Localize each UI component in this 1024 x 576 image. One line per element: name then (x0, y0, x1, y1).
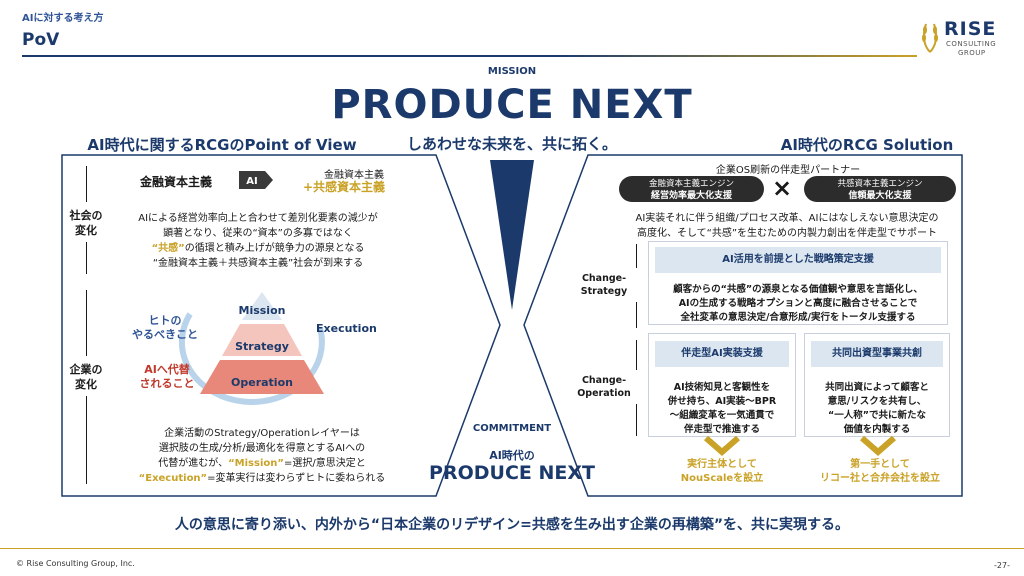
chevron-down-icon (860, 435, 896, 456)
ai-arrow-badge: AI (239, 171, 273, 189)
society-change-label: 社会の 変化 (69, 209, 103, 237)
left-heading: AI時代に関するRCGのPoint of View (87, 136, 357, 154)
company-line-1: 企業活動のStrategy/Operationレイヤーは (164, 428, 360, 439)
rise-logo: RISE CONSULTING GROUP (918, 16, 1008, 60)
change-strategy-label: Change- Strategy (580, 273, 628, 297)
right-heading: AI時代のRCG Solution (780, 136, 954, 154)
ai-implementation-text: AI技術知見と客観性を 併せ持ち、AI実装～BPR ～組織変革を一気通貫で 伴走… (667, 382, 777, 435)
company-bar-top (86, 290, 87, 356)
strategy-support-heading: AI活用を前提とした戦略策定支援 (655, 247, 941, 273)
page-title: PoV (22, 30, 60, 50)
execution-highlight: “Execution” (138, 473, 208, 484)
pyramid-operation-tier (200, 360, 324, 394)
solution-intro-line-1: AI実装それに伴う組織/プロセス改革、AIにはなしえない意思決定の (635, 213, 939, 224)
ai-implementation-heading: 伴走型AI実装支援 (655, 341, 789, 367)
page-number: -27- (994, 561, 1010, 570)
footer-divider (0, 548, 1024, 549)
operation-bar-bottom (636, 404, 637, 436)
commitment-title: PRODUCE NEXT (429, 462, 595, 484)
chevron-down-icon (704, 435, 740, 456)
society-description: AIによる経営効率向上と合わせて差別化要素の減少が 顕著となり、従来の“資本”の… (108, 211, 408, 271)
solution-intro-line-2: 高度化、そして“共感”を生むための内製力創出を伴走型でサポート (636, 228, 938, 239)
operation-bar-top (636, 340, 637, 370)
strategy-bar-bottom (636, 302, 637, 328)
society-line-3: “共感”の循環と積み上げが競争力の源泉となる (108, 241, 408, 256)
company-line-4: “Execution”=変革実行は変わらずヒトに委ねられる (138, 473, 386, 484)
pyramid-diagram (178, 292, 325, 405)
empathy-engine-title: 共感資本主義エンジン (837, 179, 923, 189)
solution-intro: AI実装それに伴う組織/プロセス改革、AIにはなしえない意思決定の 高度化、そし… (614, 211, 960, 241)
mission-title: PRODUCE NEXT (331, 82, 693, 128)
execution-label: Execution (316, 322, 377, 335)
society-line-4: “金融資本主義＋共感資本主義”社会が到来する (152, 258, 364, 269)
pyramid-strategy-tier (222, 324, 302, 356)
co-investment-heading: 共同出資型事業共創 (811, 341, 943, 367)
pyramid-mission-label: Mission (238, 304, 286, 317)
pyramid-mission-tier (242, 292, 282, 320)
logo-sub-consulting: CONSULTING (946, 40, 997, 48)
laurel-icon (922, 23, 938, 53)
tagline: しあわせな未来を、共に拓く。 (406, 135, 617, 153)
society-bar-bottom (86, 242, 87, 274)
society-line-1: AIによる経営効率向上と合わせて差別化要素の減少が (138, 213, 378, 224)
strategy-support-text: 顧客からの“共感”の源泉となる価値観や意思を言語化し、 AIの生成する戦略オプシ… (673, 284, 923, 323)
pyramid-operation-label: Operation (231, 376, 293, 389)
society-bar-top (86, 166, 87, 202)
bottom-message: 人の意思に寄り添い、内外から“日本企業のリデザイン=共感を生み出す企業の再構築”… (174, 517, 850, 533)
copyright: © Rise Consulting Group, Inc. (16, 559, 135, 568)
commitment-label: COMMITMENT (472, 423, 552, 434)
partner-label: 企業OS刷新の伴走型パートナー (715, 165, 861, 176)
company-bar-bottom (86, 396, 87, 484)
empathy-capitalism-label: +共感資本主義 (302, 180, 386, 194)
times-icon: × (772, 174, 793, 202)
empathy-highlight: “共感” (151, 243, 185, 254)
commitment-sub: AI時代の (489, 449, 535, 462)
section-label: AIに対する考え方 (22, 13, 104, 24)
society-line-3-rest: の循環と積み上げが競争力の源泉となる (184, 243, 365, 254)
ricoh-jv-result: 第一手として リコー社と合弁会社を設立 (820, 459, 940, 484)
logo-sub-group: GROUP (958, 49, 986, 57)
empathy-engine-sub: 信頼最大化支援 (848, 191, 912, 201)
title-divider (22, 55, 917, 57)
human-role-label: ヒトの やるべきこと (132, 314, 198, 341)
empathy-engine-pill: 共感資本主義エンジン 信頼最大化支援 (804, 176, 956, 202)
company-line-3: 代替が進むが、“Mission”=選択/意思決定と (158, 458, 366, 469)
nouscale-result: 実行主体として NouScaleを設立 (680, 459, 764, 484)
financial-engine-pill: 金融資本主義エンジン 経営効率最大化支援 (619, 176, 764, 202)
company-change-label: 企業の 変化 (69, 363, 103, 391)
financial-capitalism-small: 金融資本主義 (324, 170, 384, 181)
co-investment-text: 共同出資によって顧客と 意思/リスクを共有し、 “一人称”で共に新たな 価値を内… (825, 382, 929, 435)
mission-highlight: “Mission” (228, 458, 284, 469)
financial-engine-title: 金融資本主義エンジン (648, 179, 734, 189)
financial-engine-sub: 経営効率最大化支援 (650, 191, 732, 201)
ai-replace-label: AIへ代替 されること (139, 363, 195, 390)
company-description: 企業活動のStrategy/Operationレイヤーは 選択肢の生成/分析/最… (112, 426, 412, 486)
ai-badge-text: AI (246, 176, 257, 187)
mission-label: MISSION (487, 66, 537, 77)
society-line-2: 顕著となり、従来の“資本”の多寡ではなく (163, 228, 353, 239)
strategy-bar-top (636, 244, 637, 268)
change-operation-label: Change- Operation (577, 375, 631, 399)
logo-name: RISE (944, 18, 997, 40)
financial-capitalism-label: 金融資本主義 (140, 175, 213, 189)
pyramid-strategy-label: Strategy (235, 340, 289, 353)
company-line-2: 選択肢の生成/分析/最適化を得意とするAIへの (158, 443, 366, 454)
